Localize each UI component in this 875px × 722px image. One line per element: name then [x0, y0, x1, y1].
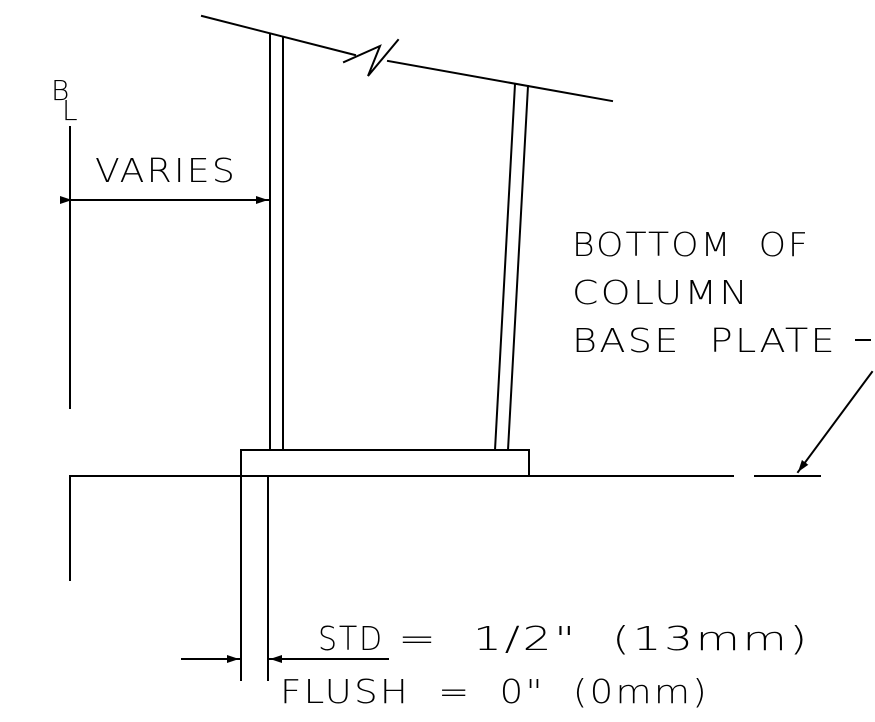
top-break-line — [200, 14, 614, 103]
left-column-flange — [269, 33, 284, 451]
varies-label: VARIES — [95, 151, 237, 190]
callout-leader — [796, 370, 874, 474]
offset-note: STD = 1/2" (13mm) FLUSH = 0" (0mm) — [280, 619, 810, 711]
offset-extension-lines — [240, 477, 269, 681]
centerline-symbol-b: B — [51, 74, 71, 107]
base-plate — [240, 449, 530, 477]
right-column-flange — [493, 82, 530, 452]
centerline-symbol: B L — [51, 74, 80, 127]
centerline-symbol-l: L — [62, 94, 80, 127]
bottom-of-base-plate-line — [69, 475, 821, 581]
std-label: STD — [318, 619, 384, 658]
std-value: = 1/2" (13mm) — [398, 619, 810, 658]
base-plate-callout: BOTTOM OF COLUMN BASE PLATE — [572, 225, 874, 474]
callout-line-1: BOTTOM OF — [572, 225, 810, 264]
callout-line-2: COLUMN — [572, 273, 750, 312]
callout-line-3: BASE PLATE — [572, 321, 837, 360]
flush-line: FLUSH = 0" (0mm) — [280, 672, 709, 711]
